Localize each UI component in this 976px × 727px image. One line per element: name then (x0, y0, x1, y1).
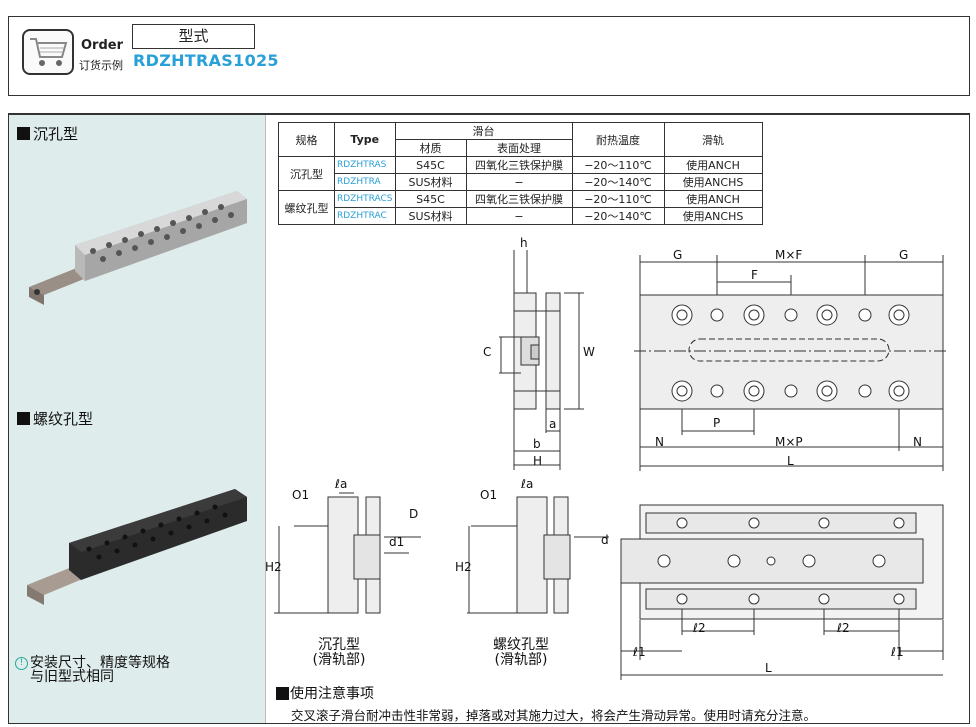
dim-l1-right: ℓ1 (891, 645, 904, 659)
dim-d: d (601, 533, 609, 547)
dim-O1-tp: O1 (480, 488, 498, 502)
dim-L-top: L (787, 454, 794, 468)
warning-title: 使用注意事项 (276, 683, 374, 703)
section-tapped: 螺纹孔型 (17, 408, 93, 429)
table-row: RDZHTRA SUS材料 − −20〜140℃ 使用ANCHS (279, 173, 763, 191)
table-row: RDZHTRAC SUS材料 − −20〜140℃ 使用ANCHS (279, 207, 763, 225)
note-line1: 安装尺寸、精度等规格 (30, 655, 170, 671)
table-row: 螺纹孔型 RDZHTRACS S45C 四氧化三铁保护膜 −20〜110℃ 使用… (278, 190, 763, 225)
cell-material: SUS材料 (394, 173, 467, 191)
product-images (27, 191, 247, 605)
cell-group: 沉孔型 (278, 156, 335, 191)
spec-table: 规格 Type 滑台 耐热温度 滑轨 材质 表面处理 沉孔型 RDZHTRAS … (278, 122, 763, 225)
th-temp: 耐热温度 (571, 122, 665, 157)
caption-tapped: 螺纹孔型(滑轨部) (493, 637, 549, 668)
dim-la-cb: ℓa (335, 477, 348, 491)
th-spec: 规格 (278, 122, 335, 157)
th-slide: 滑台 (394, 122, 573, 140)
cell-rail: 使用ANCH (663, 156, 763, 174)
cell-temp: −20〜110℃ (571, 190, 665, 208)
warning-text: 交叉滚子滑台耐冲击性非常弱，掉落或对其施力过大，将会产生滑动异常。使用时请充分注… (291, 708, 817, 723)
dim-MxF: M×F (775, 248, 803, 262)
product-image-column: 沉孔型 (9, 115, 266, 723)
dim-H2-tp: H2 (455, 560, 472, 574)
dim-b: b (533, 437, 541, 451)
dim-W: W (583, 345, 595, 359)
dim-F: F (751, 268, 758, 282)
cell-temp: −20〜140℃ (571, 173, 665, 191)
dim-H: H (533, 454, 543, 468)
dim-l1-left: ℓ1 (633, 645, 646, 659)
th-type: Type (334, 122, 396, 157)
dim-h: h (520, 236, 528, 250)
order-example-box: Order 订货示例 型式 RDZHTRAS1025 (8, 16, 970, 96)
dim-P: P (713, 416, 721, 430)
cell-rail: 使用ANCHS (663, 207, 763, 225)
cell-type: RDZHTRAC (334, 207, 396, 225)
note: ! 安装尺寸、精度等规格与旧型式相同 (15, 656, 170, 684)
dim-G-left: G (673, 248, 683, 262)
note-line2: 与旧型式相同 (30, 669, 114, 685)
dim-a: a (549, 417, 557, 431)
dim-d1: d1 (389, 535, 405, 549)
model-label: 型式 (132, 24, 255, 49)
order-subtitle: 订货示例 (79, 59, 123, 72)
cell-temp: −20〜140℃ (571, 207, 665, 225)
th-surface: 表面处理 (465, 139, 573, 157)
cell-surface: 四氧化三铁保护膜 (465, 190, 573, 208)
dim-N-left: N (655, 435, 664, 449)
dim-N-right: N (913, 435, 922, 449)
dim-D: D (409, 507, 419, 521)
dim-G-right: G (899, 248, 909, 262)
technical-drawing (274, 250, 949, 680)
dim-l2-left: ℓ2 (693, 621, 706, 635)
caption-counterbore: 沉孔型(滑轨部) (312, 637, 366, 668)
th-rail: 滑轨 (663, 122, 763, 157)
counterbore-slide-image (29, 191, 247, 305)
dim-O1-cb: O1 (292, 488, 310, 502)
dim-la-tp: ℓa (521, 477, 534, 491)
model-code: RDZHTRAS1025 (133, 51, 279, 70)
cell-rail: 使用ANCH (663, 190, 763, 208)
section-counterbore: 沉孔型 (17, 123, 78, 144)
bulb-icon: ! (15, 657, 28, 670)
cell-material: SUS材料 (394, 207, 467, 225)
cell-group: 螺纹孔型 (278, 190, 335, 225)
dim-L-bottom: L (765, 661, 772, 675)
dim-H2-cb: H2 (265, 560, 282, 574)
dim-C: C (483, 345, 492, 359)
dim-l2-right: ℓ2 (837, 621, 850, 635)
order-title: Order (81, 38, 123, 53)
dim-MxP: M×P (775, 435, 803, 449)
cart-icon (22, 29, 74, 75)
cell-temp: −20〜110℃ (571, 156, 665, 174)
tapped-slide-image (27, 489, 247, 605)
spec-panel: 沉孔型 (8, 113, 970, 724)
table-row: 沉孔型 RDZHTRAS S45C 四氧化三铁保护膜 −20〜110℃ 使用AN… (278, 156, 763, 191)
